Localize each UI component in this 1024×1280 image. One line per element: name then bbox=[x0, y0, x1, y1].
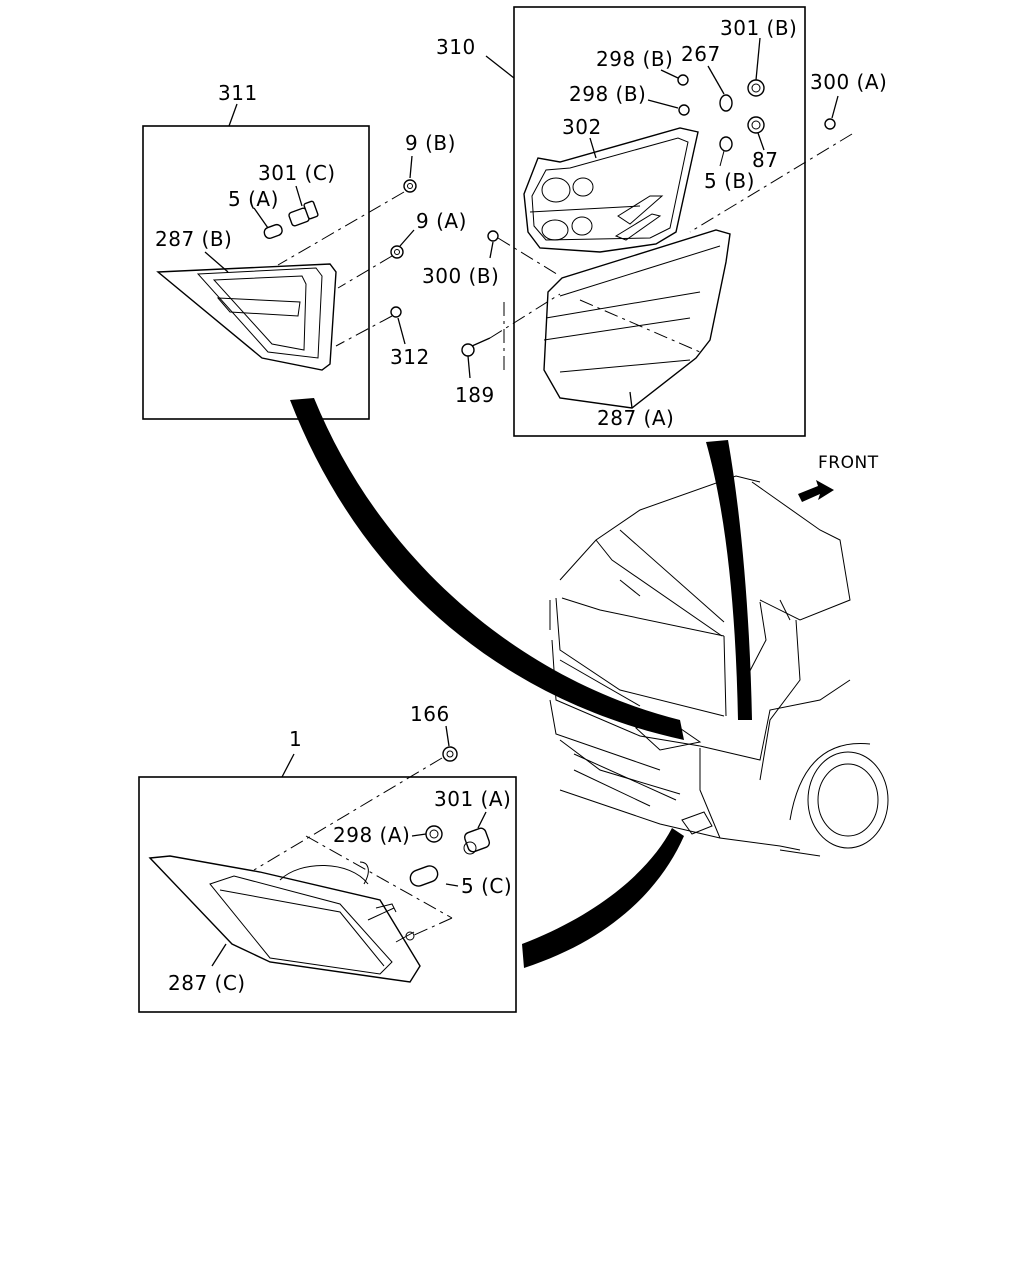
leader-300a bbox=[831, 95, 839, 119]
box-1: 1 287 (C) 298 (A) 301 (A) bbox=[138, 727, 517, 1013]
box-310-frame bbox=[513, 6, 806, 437]
leader-312 bbox=[397, 317, 406, 345]
label-302: 302 bbox=[562, 115, 602, 139]
lamp-302 bbox=[523, 127, 699, 253]
label-5c: 5 (C) bbox=[461, 874, 512, 898]
lamp-287c bbox=[148, 855, 421, 983]
dashline-1-c bbox=[411, 917, 453, 937]
leader-302 bbox=[589, 137, 597, 159]
dashline-310-b bbox=[497, 237, 561, 277]
label-301b: 301 (B) bbox=[720, 16, 797, 40]
dashline-311-a bbox=[277, 191, 405, 266]
label-312: 312 bbox=[390, 345, 430, 369]
label-301c: 301 (C) bbox=[258, 161, 336, 185]
leader-301c bbox=[295, 185, 303, 207]
label-5a: 5 (A) bbox=[228, 187, 279, 211]
label-287a: 287 (A) bbox=[597, 406, 674, 430]
dashline-311-c bbox=[335, 315, 393, 347]
label-300b: 300 (B) bbox=[422, 264, 499, 288]
label-9b: 9 (B) bbox=[405, 131, 456, 155]
leader-87 bbox=[757, 132, 765, 151]
label-287b: 287 (B) bbox=[155, 227, 232, 251]
lens-287a bbox=[543, 229, 731, 409]
front-arrow-icon bbox=[798, 480, 834, 502]
box-1-frame bbox=[138, 776, 517, 1013]
dashline-1-a bbox=[253, 757, 443, 871]
screw-300a bbox=[824, 118, 836, 130]
label-166: 166 bbox=[410, 702, 450, 726]
label-301a: 301 (A) bbox=[434, 787, 511, 811]
label-298b-2: 298 (B) bbox=[569, 82, 646, 106]
socket-87 bbox=[747, 116, 765, 134]
label-1: 1 bbox=[289, 727, 302, 751]
box-310: 310 302 287 (A) 298 (B) bbox=[422, 6, 806, 437]
leader-166 bbox=[445, 725, 450, 747]
bolt-189 bbox=[461, 337, 491, 357]
box-311-frame bbox=[142, 125, 370, 420]
label-298a: 298 (A) bbox=[333, 823, 410, 847]
label-9a: 9 (A) bbox=[416, 209, 467, 233]
bulb-5a bbox=[263, 223, 283, 240]
socket-301c bbox=[288, 200, 319, 227]
bulb-5c bbox=[409, 865, 439, 887]
label-311: 311 bbox=[218, 81, 258, 105]
box-1-leader bbox=[281, 753, 295, 778]
label-298b-1: 298 (B) bbox=[596, 47, 673, 71]
leader-9a bbox=[399, 229, 415, 247]
grommet-298b-2 bbox=[678, 104, 690, 116]
label-287c: 287 (C) bbox=[168, 971, 246, 995]
grommet-298b-1 bbox=[677, 74, 689, 86]
callout-arc-310 bbox=[706, 440, 752, 720]
nut-166 bbox=[442, 746, 458, 762]
leader-301a bbox=[477, 811, 487, 829]
grommet-312 bbox=[390, 306, 402, 318]
box-311: 311 287 (B) 5 (A) 301 (C) 9 (B) bbox=[142, 81, 467, 420]
leader-287b bbox=[204, 251, 229, 273]
leader-9b bbox=[409, 155, 413, 179]
leader-267 bbox=[707, 65, 725, 95]
bulb-5b bbox=[719, 136, 733, 167]
label-310: 310 bbox=[436, 35, 476, 59]
socket-301b bbox=[747, 79, 765, 97]
leader-298b-1 bbox=[660, 69, 679, 79]
box-311-leader bbox=[228, 103, 238, 127]
dashline-310-a bbox=[689, 133, 853, 233]
nut-9a bbox=[390, 245, 404, 259]
label-87: 87 bbox=[752, 148, 778, 172]
screw-300b bbox=[487, 230, 499, 242]
leader-298b-2 bbox=[647, 99, 679, 109]
socket-301a bbox=[463, 827, 491, 855]
leader-298a bbox=[411, 833, 427, 837]
leader-287c bbox=[211, 943, 227, 967]
callout-arc-1 bbox=[522, 828, 684, 968]
dashline-1-b bbox=[305, 835, 453, 919]
leader-5a bbox=[253, 207, 269, 229]
grommet-298a bbox=[425, 825, 443, 843]
label-300a: 300 (A) bbox=[810, 70, 887, 94]
dashline-310-e bbox=[579, 299, 701, 353]
dashline-310-c bbox=[489, 293, 561, 339]
box-310-leader bbox=[485, 55, 515, 79]
truck-illustration bbox=[549, 475, 889, 857]
bulb-267 bbox=[719, 94, 733, 112]
nut-9b bbox=[403, 179, 417, 193]
label-189: 189 bbox=[455, 383, 495, 407]
label-267: 267 bbox=[681, 42, 721, 66]
leader-301b bbox=[755, 37, 761, 81]
leader-5c bbox=[445, 883, 459, 887]
front-indicator: FRONT bbox=[798, 453, 879, 502]
lamp-287b bbox=[156, 263, 337, 371]
leader-300b bbox=[489, 241, 494, 259]
label-5b: 5 (B) bbox=[704, 169, 755, 193]
front-label: FRONT bbox=[818, 453, 879, 473]
leader-189 bbox=[467, 355, 471, 379]
dashline-311-b bbox=[337, 255, 393, 289]
leader-287a bbox=[629, 391, 633, 409]
